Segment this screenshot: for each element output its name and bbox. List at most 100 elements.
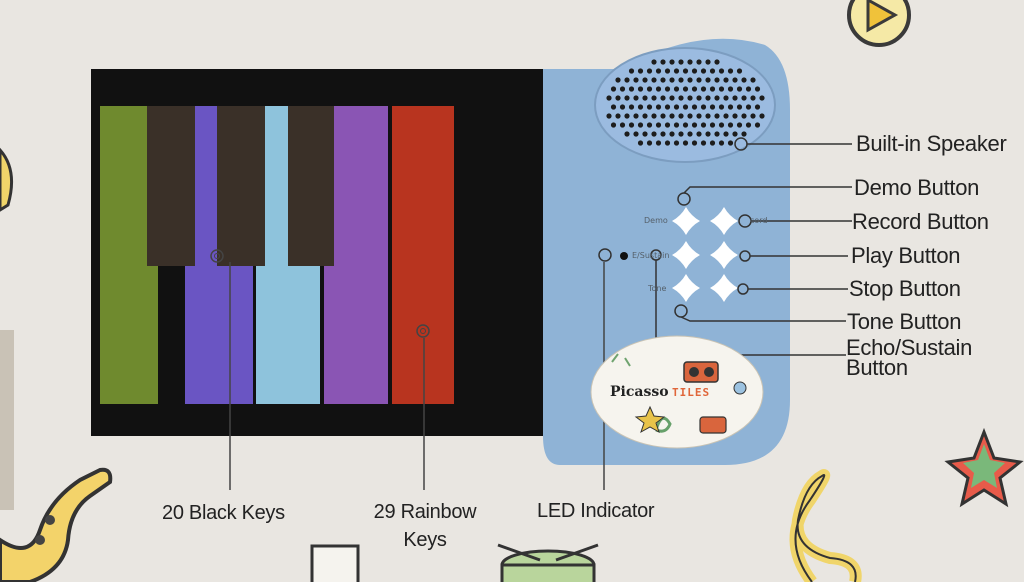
speaker-hole <box>741 77 747 83</box>
echo-sustain-button[interactable] <box>672 241 700 269</box>
speaker-hole <box>651 59 657 65</box>
speaker-hole <box>700 122 707 128</box>
speaker-hole <box>637 122 644 128</box>
speaker-hole <box>718 104 725 110</box>
speaker-hole <box>723 77 729 83</box>
speaker-hole <box>624 113 630 119</box>
speaker-hole <box>664 122 671 128</box>
speaker-hole <box>709 140 716 146</box>
treble-clef-icon <box>789 469 862 582</box>
speaker-hole <box>660 113 666 119</box>
speaker-hole <box>714 77 720 83</box>
speaker-hole <box>664 68 671 74</box>
speaker-hole <box>718 140 725 146</box>
speaker-hole <box>687 131 693 137</box>
speaker-hole <box>682 104 689 110</box>
speaker-hole <box>732 113 738 119</box>
speaker-hole <box>754 104 761 110</box>
speaker-hole <box>624 131 630 137</box>
speaker-hole <box>646 68 653 74</box>
speaker-hole <box>628 122 635 128</box>
speaker-hole <box>736 68 743 74</box>
panel-label-tone: Tone <box>648 284 667 293</box>
speaker-hole <box>637 86 644 92</box>
speaker-hole <box>727 68 734 74</box>
callout-marker <box>210 249 224 263</box>
speaker-hole <box>705 95 711 101</box>
speaker-hole <box>687 59 693 65</box>
speaker-hole <box>646 140 653 146</box>
label-built-in-speaker: Built-in Speaker <box>856 131 1007 156</box>
play-button[interactable] <box>710 241 738 269</box>
speaker-hole <box>741 95 747 101</box>
demo-button[interactable] <box>672 207 700 235</box>
tone-button[interactable] <box>672 274 700 302</box>
logo-word-tiles: TILES <box>672 386 711 399</box>
record-button[interactable] <box>710 207 738 235</box>
speaker-hole <box>700 86 707 92</box>
box-edge <box>0 330 14 510</box>
speaker-hole <box>696 131 702 137</box>
speaker-hole <box>696 113 702 119</box>
label-rainbow-keys: 29 Rainbow Keys <box>368 498 482 554</box>
panel-label-record: cord <box>750 216 768 225</box>
black-key[interactable] <box>288 106 334 266</box>
rainbow-key[interactable] <box>324 106 388 404</box>
speaker-hole <box>691 86 698 92</box>
speaker-hole <box>655 68 662 74</box>
picasso-tiles-logo <box>590 335 764 449</box>
speaker-hole <box>646 122 653 128</box>
speaker-hole <box>624 95 630 101</box>
speaker-hole <box>615 113 621 119</box>
speaker-hole <box>718 122 725 128</box>
led-indicator <box>620 252 628 260</box>
speaker-hole <box>709 68 716 74</box>
label-record-button: Record Button <box>852 209 989 234</box>
speaker-hole <box>732 95 738 101</box>
black-key[interactable] <box>217 106 265 266</box>
speaker-hole <box>718 86 725 92</box>
speaker-hole <box>723 131 729 137</box>
speaker-hole <box>633 77 639 83</box>
speaker-hole <box>696 95 702 101</box>
speaker-hole <box>705 59 711 65</box>
speaker-hole <box>660 59 666 65</box>
speaker-hole <box>727 86 734 92</box>
speaker-hole <box>682 140 689 146</box>
label-black-keys: 20 Black Keys <box>162 502 285 524</box>
speaker-hole <box>714 131 720 137</box>
speaker-hole <box>709 86 716 92</box>
speaker-hole <box>660 131 666 137</box>
speaker-hole <box>678 95 684 101</box>
built-in-speaker <box>594 47 776 163</box>
label-play-button: Play Button <box>851 243 961 268</box>
speaker-hole <box>750 77 756 83</box>
speaker-hole <box>651 77 657 83</box>
label-echo-line1: Echo/Sustain <box>846 335 973 360</box>
panel-label-demo: Demo <box>644 216 668 225</box>
speaker-hole <box>714 59 720 65</box>
speaker-hole <box>633 113 639 119</box>
speaker-hole <box>673 68 680 74</box>
speaker-hole <box>718 68 725 74</box>
rainbow-key[interactable] <box>392 106 454 404</box>
speaker-hole <box>664 140 671 146</box>
black-key[interactable] <box>147 106 195 266</box>
speaker-hole <box>714 113 720 119</box>
saxophone-icon <box>0 467 113 582</box>
speaker-hole <box>741 131 747 137</box>
label-led-indicator: LED Indicator <box>537 500 655 522</box>
speaker-hole <box>678 131 684 137</box>
stop-button[interactable] <box>710 274 738 302</box>
speaker-hole <box>682 68 689 74</box>
speaker-hole <box>651 95 657 101</box>
speaker-hole <box>642 77 648 83</box>
speaker-hole <box>736 86 743 92</box>
label-echo-line2: Button <box>846 355 908 380</box>
speaker-hole <box>610 86 617 92</box>
led-marker <box>598 248 612 262</box>
speaker-hole <box>637 140 644 146</box>
speaker-hole <box>732 131 738 137</box>
speaker-hole <box>610 122 617 128</box>
